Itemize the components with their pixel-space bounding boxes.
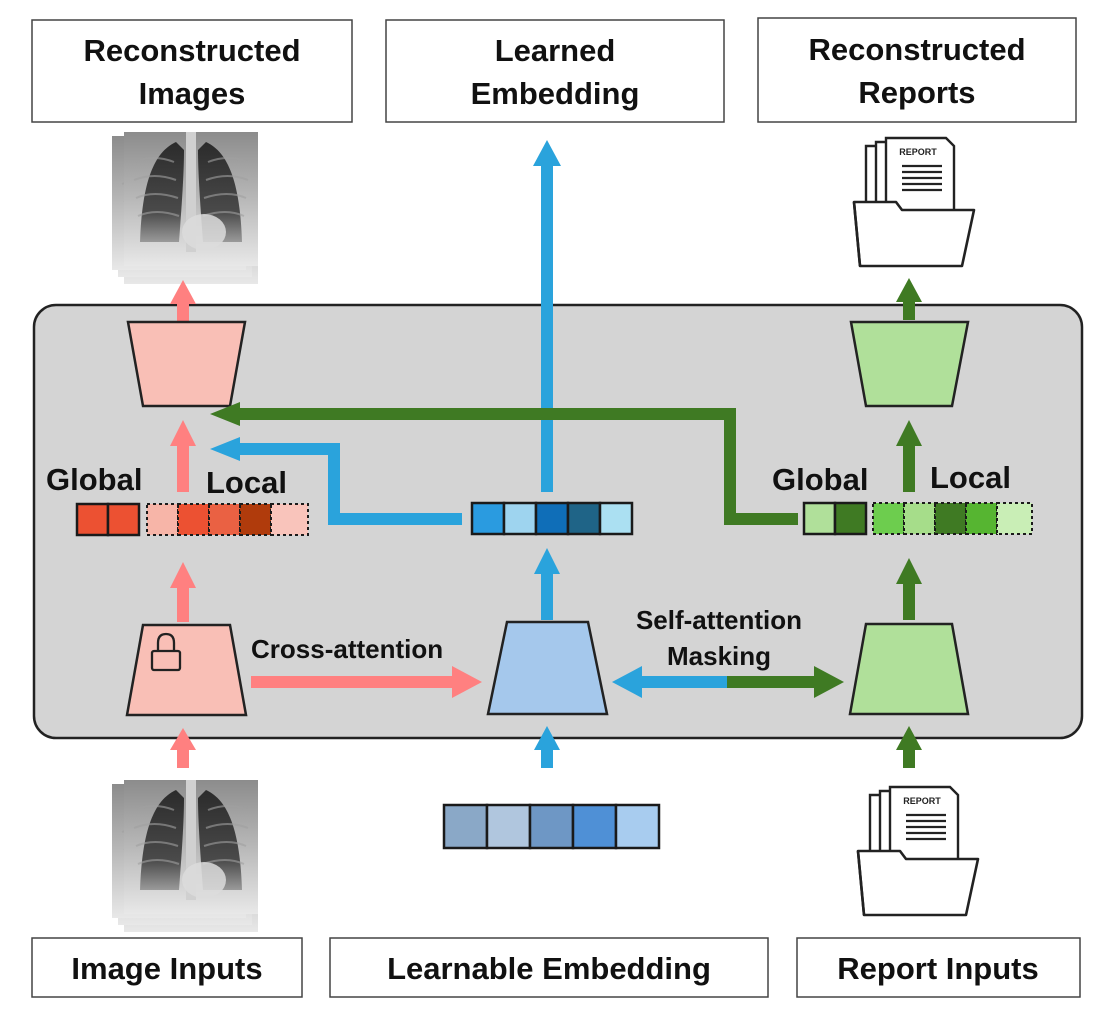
learned-embedding-box: Learned Embedding bbox=[385, 19, 725, 123]
report-local-token bbox=[965, 502, 998, 535]
report-doc-title: REPORT bbox=[903, 796, 941, 806]
cross-attention-label: Cross-attention bbox=[251, 634, 443, 664]
image-global-label: Global bbox=[46, 462, 142, 497]
reconstructed-images-line2: Images bbox=[139, 76, 246, 111]
image-local-token bbox=[177, 503, 210, 536]
image-local-token bbox=[270, 503, 309, 536]
chest-xray-icon bbox=[111, 131, 259, 285]
image-arrows bbox=[170, 280, 196, 768]
image-local-token bbox=[239, 503, 272, 536]
cross-attention-arrow bbox=[251, 666, 482, 698]
report-global-label: Global bbox=[772, 462, 868, 497]
self-attention-label-line1: Self-attention bbox=[636, 605, 802, 635]
image-token-row bbox=[75, 502, 309, 537]
image-local-token bbox=[208, 503, 241, 536]
report-document-icon: REPORT bbox=[852, 136, 976, 268]
embedding-to-image-decoder-arrow bbox=[210, 437, 462, 525]
image-local-token bbox=[146, 503, 179, 536]
input-embedding-token bbox=[442, 803, 489, 850]
report-arrows bbox=[896, 278, 922, 768]
report-global-token bbox=[833, 501, 868, 536]
learned-embedding-line1: Learned bbox=[495, 33, 616, 68]
report-local-token bbox=[872, 502, 905, 535]
image-local-label: Local bbox=[206, 465, 287, 500]
report-inputs-box: Report Inputs bbox=[796, 937, 1081, 998]
lock-icon bbox=[150, 632, 182, 672]
report-local-label: Local bbox=[930, 460, 1011, 495]
report-local-token bbox=[934, 502, 967, 535]
report-decoder bbox=[849, 320, 970, 408]
report-inputs-label: Report Inputs bbox=[837, 951, 1039, 986]
report-local-token bbox=[903, 502, 936, 535]
report-doc-title: REPORT bbox=[899, 147, 937, 157]
image-inputs-label: Image Inputs bbox=[71, 951, 262, 986]
report-document-icon: REPORT bbox=[856, 785, 980, 917]
self-attention-arrow bbox=[612, 666, 844, 698]
embedding-arrows bbox=[533, 140, 561, 768]
learned-embedding-token-row bbox=[470, 501, 634, 536]
learnable-embedding-label: Learnable Embedding bbox=[387, 951, 711, 986]
embedding-token bbox=[470, 501, 506, 536]
reconstructed-images-line1: Reconstructed bbox=[83, 33, 300, 68]
input-embedding-token bbox=[614, 803, 661, 850]
embedding-token bbox=[502, 501, 538, 536]
report-to-image-decoder-arrow bbox=[210, 402, 798, 525]
report-local-token bbox=[996, 502, 1033, 535]
self-attention-label-line2: Masking bbox=[667, 641, 771, 671]
learnable-embedding-token-row bbox=[442, 803, 661, 850]
embedding-token bbox=[598, 501, 634, 536]
image-global-token bbox=[75, 502, 110, 537]
report-token-row bbox=[802, 501, 1033, 536]
embedding-token bbox=[534, 501, 570, 536]
report-global-token bbox=[802, 501, 837, 536]
embedding-transformer bbox=[486, 620, 609, 716]
reconstructed-reports-line1: Reconstructed bbox=[808, 32, 1025, 67]
image-decoder bbox=[126, 320, 247, 408]
input-embedding-token bbox=[528, 803, 575, 850]
reconstructed-images-box: Reconstructed Images bbox=[31, 19, 353, 123]
reconstructed-reports-box: Reconstructed Reports bbox=[757, 17, 1077, 123]
input-embedding-token bbox=[485, 803, 532, 850]
learned-embedding-line2: Embedding bbox=[471, 76, 640, 111]
learnable-embedding-box: Learnable Embedding bbox=[329, 937, 769, 998]
image-encoder bbox=[125, 623, 248, 717]
chest-xray-icon bbox=[111, 779, 259, 933]
embedding-token bbox=[566, 501, 602, 536]
input-embedding-token bbox=[571, 803, 618, 850]
reconstructed-reports-line2: Reports bbox=[858, 75, 975, 110]
image-inputs-box: Image Inputs bbox=[31, 937, 303, 998]
report-encoder bbox=[848, 622, 970, 716]
image-global-token bbox=[106, 502, 141, 537]
